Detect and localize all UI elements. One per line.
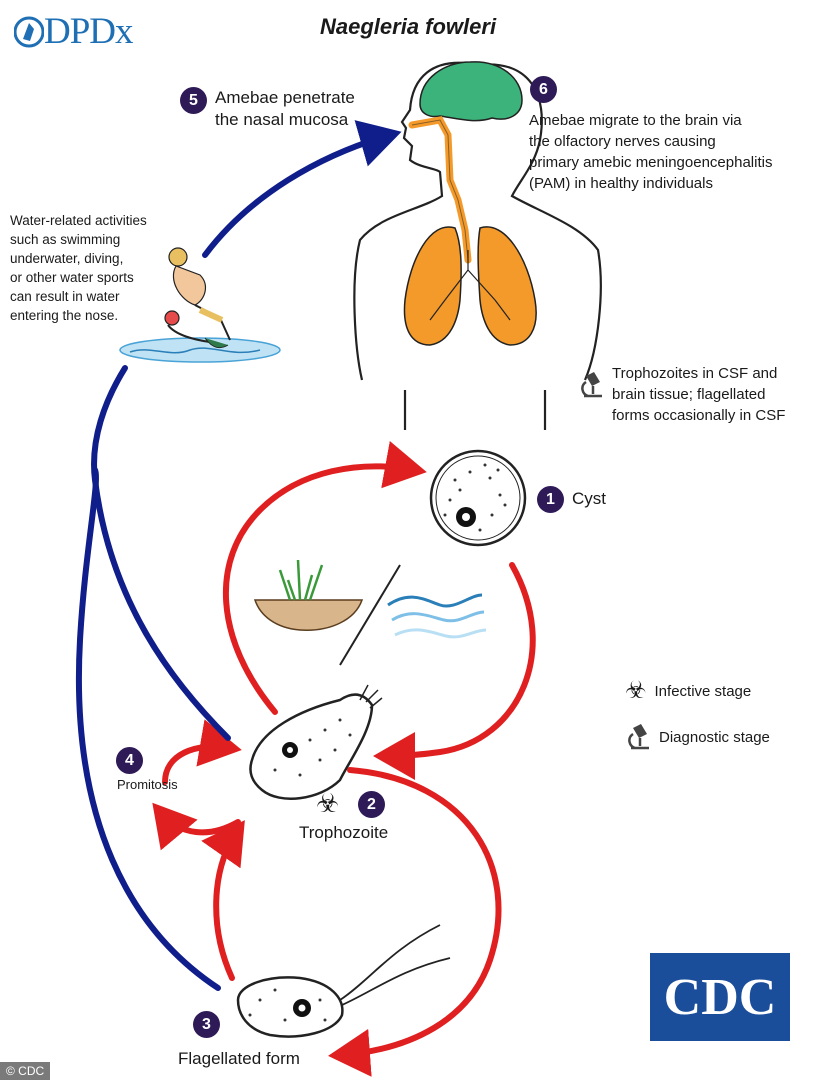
legend-diagnostic-label: Diagnostic stage	[659, 728, 770, 746]
step-3-label: Flagellated form	[178, 1049, 300, 1068]
step-5-label: Amebae penetrate the nasal mucosa	[215, 88, 355, 129]
biohazard-icon: ☣	[625, 677, 647, 704]
legend-diagnostic: Diagnostic stage	[625, 724, 770, 750]
arrow-cyst-to-trophozoite	[373, 562, 536, 780]
left-lung	[403, 226, 462, 346]
step-5-badge: 5	[180, 87, 207, 114]
step-4-label: Promitosis	[117, 777, 178, 792]
legend-infective: ☣ Infective stage	[625, 678, 770, 704]
microscope-icon	[628, 724, 649, 750]
copyright-badge: © CDC	[0, 1062, 51, 1080]
step-2-badge: 2	[358, 791, 385, 818]
blue-transmission-arrows	[76, 120, 402, 991]
brain-shape	[419, 61, 523, 122]
cdc-logo-text: CDC	[663, 968, 777, 1026]
dpdx-logo-icon	[14, 16, 44, 47]
page-title: Naegleria fowleri	[320, 14, 497, 39]
step-2-label: Trophozoite	[299, 823, 389, 842]
arrow-promitosis-top	[162, 719, 242, 785]
dpdx-logo: DPDx	[14, 10, 134, 53]
arrow-promitosis-bottom	[152, 802, 241, 851]
flagellated-form-illustration	[236, 924, 451, 1038]
trophozoite-illustration	[249, 684, 383, 800]
right-lung	[477, 226, 537, 346]
arrow-trophozoite-to-cyst	[222, 441, 427, 715]
microscope-icon	[581, 372, 602, 398]
swimmer-scene	[119, 247, 281, 363]
step-4-badge: 4	[116, 747, 143, 774]
soil-plant-illustration	[253, 559, 364, 631]
arrow-trophozoite-to-swimmer	[91, 365, 231, 741]
cyst-illustration	[429, 449, 527, 547]
cdc-logo: CDC	[650, 953, 790, 1041]
step-3-badge: 3	[193, 1011, 220, 1038]
step-6-badge: 6	[530, 76, 557, 103]
dpdx-logo-text: DPDx	[44, 11, 134, 52]
arrow-swimmer-to-nose	[202, 120, 402, 258]
step-1-label: Cyst	[572, 489, 606, 508]
water-activities-text: Water-related activities such as swimmin…	[10, 213, 147, 323]
step-6-label: Amebae migrate to the brain via the olfa…	[529, 112, 773, 192]
arrow-flagellated-to-trophozoite	[201, 820, 245, 981]
biohazard-icon: ☣	[316, 788, 340, 818]
legend-infective-label: Infective stage	[654, 682, 752, 700]
divider-line	[339, 564, 401, 666]
arrow-flagellated-to-swimmer	[76, 467, 221, 991]
arrow-trophozoite-to-flagellated	[328, 767, 502, 1077]
diagnostic-note: Trophozoites in CSF and brain tissue; fl…	[612, 365, 786, 424]
water-illustration	[387, 593, 487, 639]
legend: ☣ Infective stage Diagnostic stage	[625, 678, 770, 750]
red-cycle-arrows	[152, 441, 536, 1077]
step-1-badge: 1	[537, 486, 564, 513]
